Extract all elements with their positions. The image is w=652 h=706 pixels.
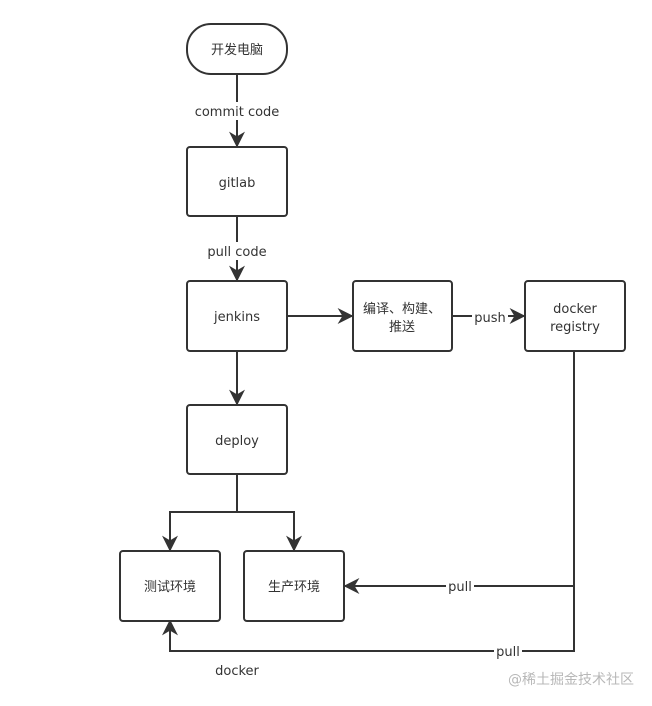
node-dev-label: 开发电脑: [211, 42, 263, 58]
edge-label-pull-test: pull: [496, 645, 520, 660]
edge-registry-prod: [343, 351, 575, 594]
node-deploy: deploy: [186, 404, 288, 475]
node-dev-computer: 开发电脑: [186, 23, 288, 75]
node-test-env-label: 测试环境: [144, 580, 196, 595]
node-gitlab-label: gitlab: [219, 176, 256, 191]
node-registry-line1: docker: [553, 302, 597, 317]
node-jenkins: jenkins: [186, 280, 288, 352]
node-jenkins-label: jenkins: [213, 310, 260, 325]
node-prod-env: 生产环境: [243, 550, 345, 622]
node-registry-line2: registry: [550, 320, 600, 335]
edge-label-commit: commit code: [195, 105, 280, 120]
node-build: 编译、构建、 推送: [352, 280, 453, 352]
node-test-env: 测试环境: [119, 550, 221, 622]
edges: [162, 74, 575, 652]
node-build-line2: 推送: [389, 320, 415, 335]
node-gitlab: gitlab: [186, 146, 288, 217]
nodes: 开发电脑 gitlab jenkins 编译、构建、 推送 docker: [119, 23, 626, 622]
edge-labels: commit code pull code push pull pull: [194, 102, 522, 660]
node-docker-registry: docker registry: [524, 280, 626, 352]
edge-deploy-prod: [237, 511, 302, 552]
edge-label-push: push: [474, 311, 506, 326]
edge-label-pull-code: pull code: [207, 245, 266, 260]
node-deploy-label: deploy: [215, 434, 259, 449]
node-build-line1: 编译、构建、: [363, 302, 441, 317]
watermark-text: @稀土掘金技术社区: [508, 672, 634, 688]
docker-annotation: docker: [215, 664, 259, 679]
edge-registry-test: [162, 586, 575, 652]
node-prod-env-label: 生产环境: [268, 580, 320, 595]
edge-label-pull-prod: pull: [448, 580, 472, 595]
edge-deploy-test: [162, 474, 238, 552]
